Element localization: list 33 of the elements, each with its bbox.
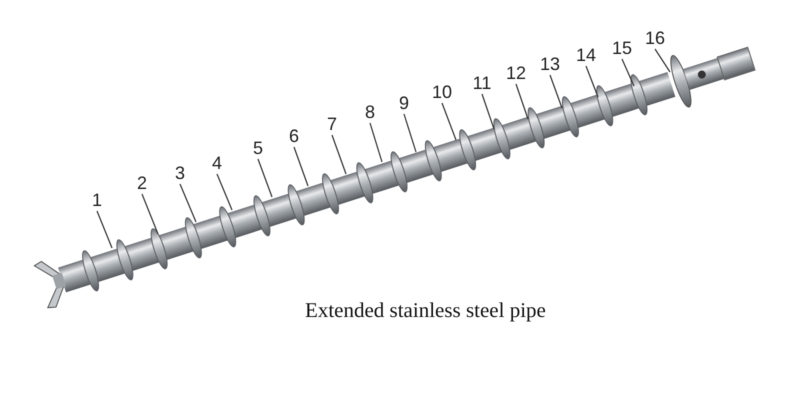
callout-number: 4 [212, 154, 222, 172]
leader-line [96, 210, 113, 248]
leader-line [441, 102, 457, 140]
callout-number: 9 [399, 94, 409, 112]
leader-line [293, 146, 309, 186]
callout-number: 13 [540, 55, 560, 73]
callout-number: 15 [612, 39, 632, 57]
leader-line [179, 184, 197, 222]
leader-line [141, 194, 159, 234]
caption-text: Extended stainless steel pipe [305, 298, 546, 323]
leader-line [257, 158, 273, 198]
callout-number: 6 [289, 127, 299, 145]
leader-line [621, 58, 635, 86]
callout-number: 14 [576, 46, 596, 64]
leader-line [481, 94, 495, 130]
callout-number: 16 [644, 29, 666, 47]
leader-line [331, 134, 347, 174]
callout-number: 5 [253, 139, 263, 157]
leader-line [585, 66, 599, 98]
leader-line [654, 48, 670, 72]
callout-number: 7 [327, 115, 337, 133]
leader-line [369, 122, 383, 162]
leader-line [549, 74, 563, 108]
leader-line [515, 84, 529, 120]
callout-number: 11 [472, 74, 492, 92]
callout-number: 10 [432, 83, 452, 101]
callout-number: 1 [92, 191, 102, 209]
leader-line [403, 114, 417, 152]
callout-number: 12 [506, 64, 526, 82]
callout-number: 2 [137, 174, 147, 192]
callout-number: 8 [365, 103, 375, 121]
leader-line [216, 174, 233, 210]
callout-number: 3 [175, 164, 185, 182]
